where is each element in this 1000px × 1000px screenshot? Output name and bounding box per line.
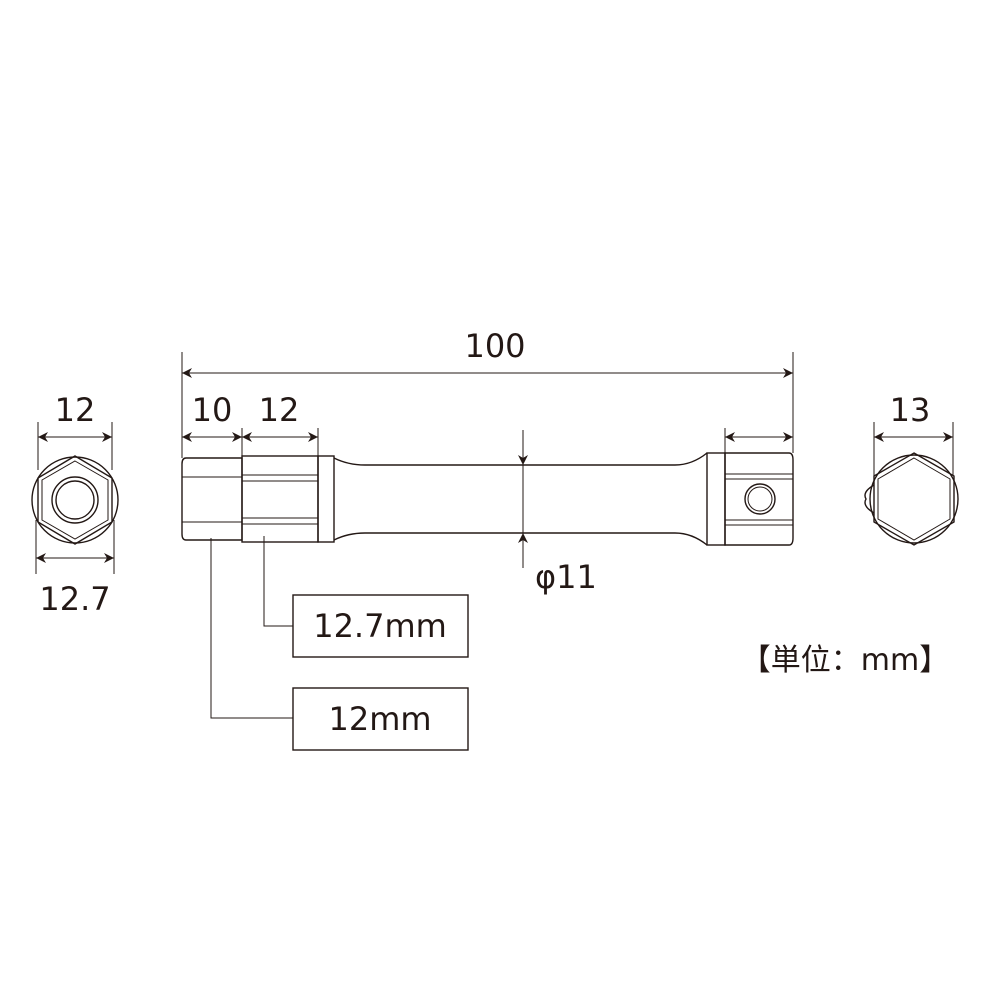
callout-square-drive: 12.7mm bbox=[263, 536, 469, 658]
right-end-view: 13 bbox=[864, 391, 959, 546]
dim-left-view-bottom: 12.7 bbox=[35, 520, 115, 618]
dim-label: φ11 bbox=[535, 558, 597, 596]
callout-label: 12mm bbox=[328, 700, 431, 738]
dim-label: 13 bbox=[890, 391, 931, 429]
dim-right-view-top: 13 bbox=[873, 391, 954, 476]
side-view: 100 10 12 φ11 bbox=[181, 327, 794, 596]
dim-label: 100 bbox=[464, 327, 525, 365]
dim-label: 12 bbox=[55, 391, 96, 429]
callout-hex: 12mm bbox=[210, 538, 469, 751]
dim-shaft-diameter: φ11 bbox=[518, 430, 597, 596]
unit-label: 【単位：mm】 bbox=[741, 643, 949, 678]
dim-label: 12 bbox=[259, 391, 300, 429]
dim-hex-width: 10 bbox=[182, 391, 319, 456]
detent-ball bbox=[864, 484, 875, 514]
callout-label: 12.7mm bbox=[313, 607, 447, 645]
dim-label: 12.7 bbox=[39, 580, 110, 618]
left-end-view: 12 12.7 bbox=[31, 391, 119, 618]
dim-square-width: 12 bbox=[242, 391, 318, 442]
dim-left-view-top: 12 bbox=[37, 391, 113, 470]
dim-label: 10 bbox=[192, 391, 233, 429]
dim-total-length: 100 bbox=[181, 327, 794, 458]
dim-right-head-width bbox=[724, 428, 793, 453]
